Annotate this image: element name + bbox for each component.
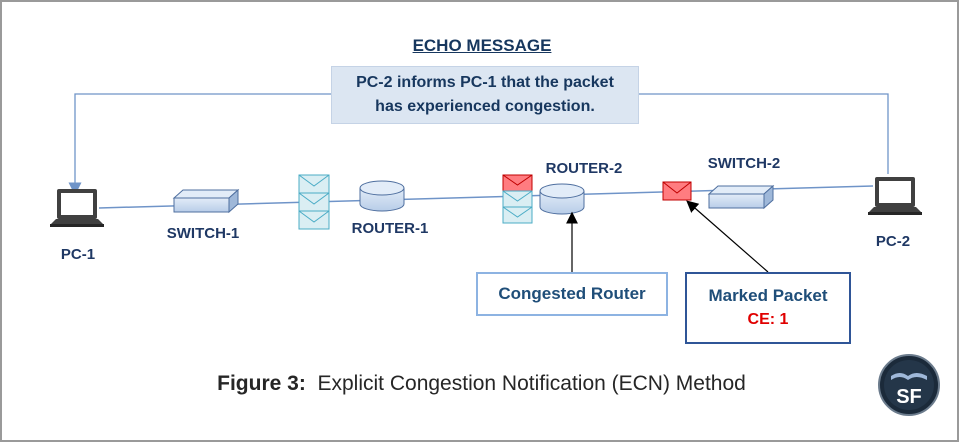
pc-2-label: PC-2 (876, 233, 910, 250)
router-2-icon[interactable] (539, 183, 585, 215)
switch-1-label: SWITCH-1 (167, 225, 240, 242)
switch-2-label: SWITCH-2 (708, 155, 781, 172)
router-1-icon[interactable] (359, 180, 405, 212)
congested-router-label: Congested Router (498, 284, 646, 303)
figure-caption: Figure 3: Explicit Congestion Notificati… (2, 372, 959, 396)
marked-packet-ce-flag: CE: 1 (747, 311, 789, 328)
marked-packet-envelope-icon (662, 181, 692, 201)
pc-1-label: PC-1 (61, 246, 95, 263)
echo-message-title: ECHO MESSAGE (412, 36, 552, 55)
switch-1-icon[interactable] (172, 188, 240, 214)
packet-envelope-icon (298, 174, 330, 194)
pc-1-icon[interactable] (50, 189, 104, 227)
switch-2-icon[interactable] (707, 184, 775, 210)
echo-path-right (639, 93, 889, 174)
router-2-label: ROUTER-2 (546, 160, 623, 177)
figure-caption-number: Figure 3: (217, 372, 306, 395)
packet-queue-router-1 (298, 174, 330, 230)
packet-envelope-icon (298, 210, 330, 230)
figure-caption-text: Explicit Congestion Notification (ECN) M… (317, 372, 746, 395)
router-1-label: ROUTER-1 (352, 220, 429, 237)
echo-message-line-2: has experienced congestion. (375, 98, 595, 115)
sf-logo-icon: SF (878, 354, 940, 416)
echo-message-box: PC-2 informs PC-1 that the packet has ex… (331, 66, 639, 124)
sf-logo-text: SF (896, 386, 922, 408)
packet-queue-router-2 (502, 174, 533, 224)
marked-packet-pointer (686, 200, 769, 273)
marked-packet-envelope-icon (502, 174, 533, 192)
echo-message-line-1: PC-2 informs PC-1 that the packet (356, 74, 614, 91)
marked-packet-label: Marked Packet (708, 286, 828, 305)
congested-router-callout: Congested Router (476, 272, 668, 316)
packet-envelope-icon (502, 190, 533, 208)
marked-packet-callout: Marked Packet CE: 1 (685, 272, 851, 344)
pc-2-icon[interactable] (868, 177, 922, 215)
packet-envelope-icon (298, 192, 330, 212)
echo-path-left (68, 93, 331, 196)
packet-envelope-icon (502, 206, 533, 224)
